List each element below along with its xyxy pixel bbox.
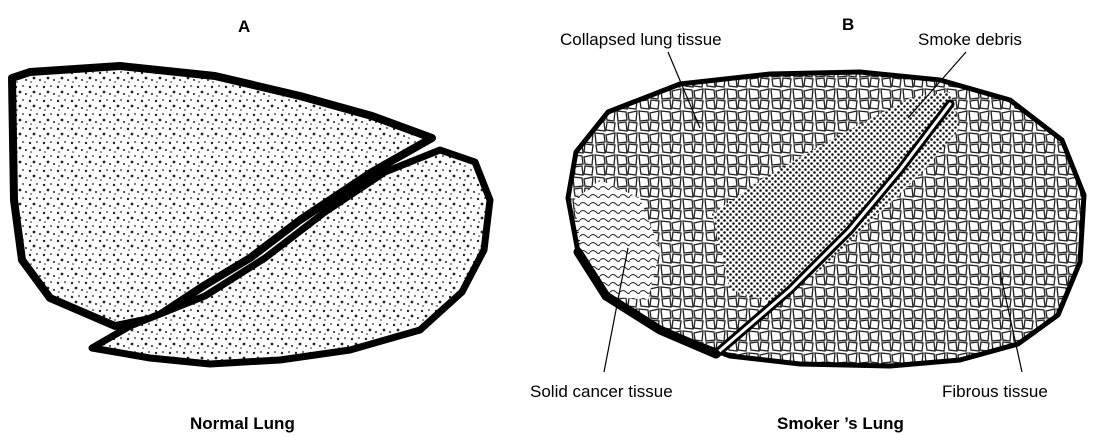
label-smoke-debris: Smoke debris [918, 30, 1022, 50]
label-fibrous-tissue: Fibrous tissue [942, 382, 1048, 402]
panel-a-letter: A [238, 17, 250, 37]
label-collapsed-lung-tissue: Collapsed lung tissue [560, 30, 722, 50]
panel-b-letter: B [842, 15, 854, 35]
label-solid-cancer-tissue: Solid cancer tissue [530, 382, 673, 402]
caption-normal-lung: Normal Lung [190, 414, 295, 434]
caption-smokers-lung: Smoker ’s Lung [777, 414, 904, 434]
